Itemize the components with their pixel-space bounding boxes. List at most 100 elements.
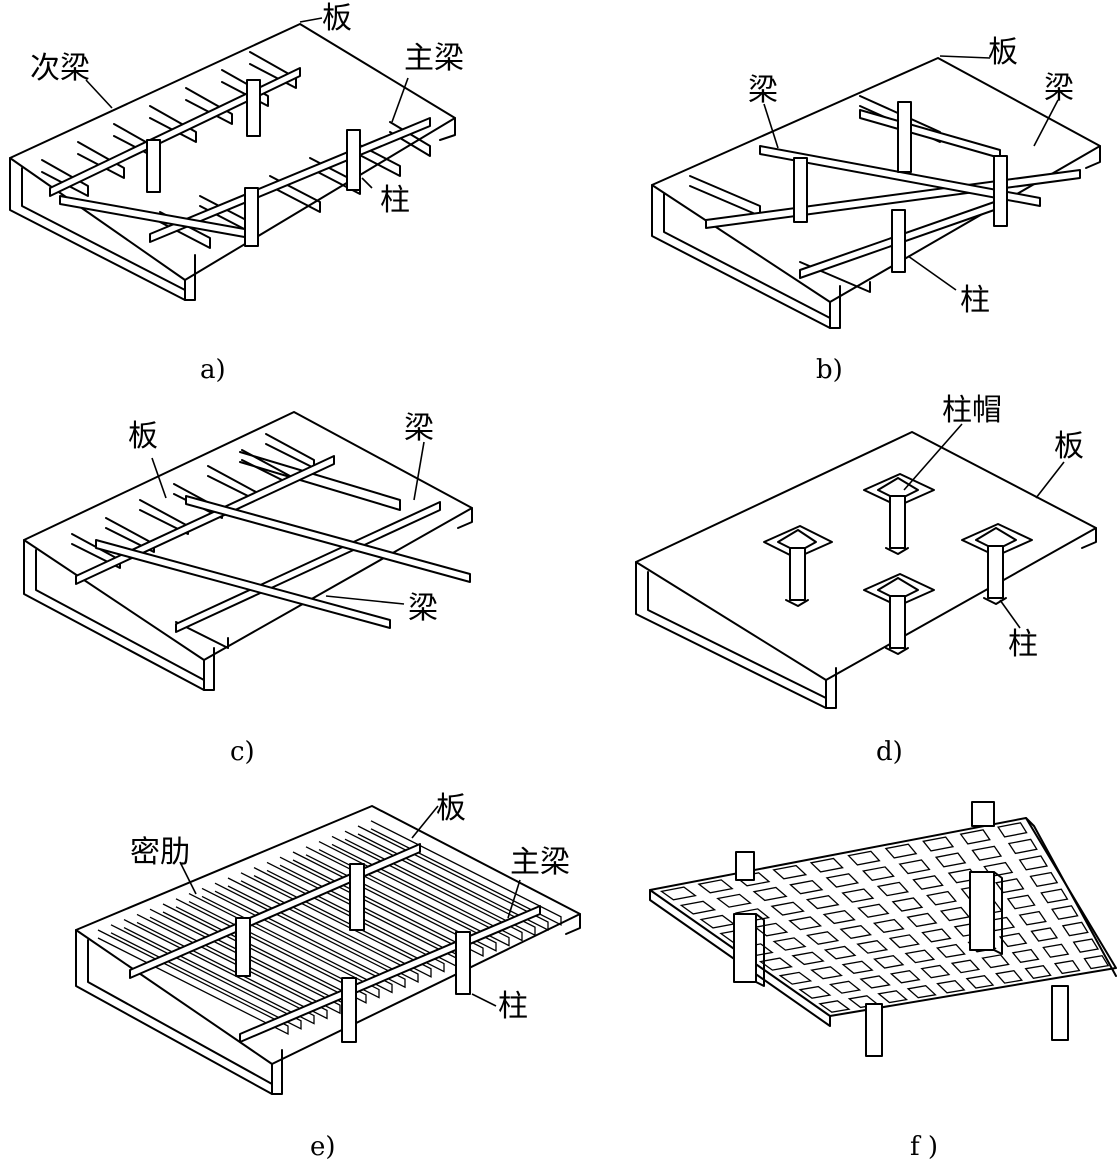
- panel-f-waffle-cell: [841, 960, 874, 974]
- panel-f-waffle-cell: [1030, 927, 1059, 942]
- panel-f-waffle-cell: [805, 895, 840, 910]
- panel-c-slab: [23, 411, 473, 691]
- panel-a-caption: a): [200, 355, 226, 385]
- panel-d-leaders: [903, 423, 1065, 629]
- panel-e-rib: [318, 841, 510, 947]
- panel-f-waffle-cell: [981, 954, 1010, 969]
- panel-f-waffle-cell: [904, 949, 936, 964]
- panel-d-column-4: [961, 523, 1033, 605]
- panel-f-waffle-cell: [825, 873, 860, 888]
- panel-f-waffle-cell: [772, 937, 807, 951]
- panel-f-caption: f ): [910, 1132, 938, 1162]
- panel-a-label-secondary-beam: 次梁: [30, 51, 90, 86]
- panel-f-waffle-cell: [950, 959, 981, 974]
- panel-f-waffle-cell: [926, 890, 958, 906]
- panel-c-label-beam-bottom: 梁: [408, 591, 438, 626]
- panel-f-waffle-cell: [788, 916, 823, 931]
- panel-f-waffle-cell: [939, 906, 971, 922]
- panel-f-waffle-cell: [934, 852, 967, 868]
- panel-f-waffle-cell: [1018, 910, 1047, 926]
- panel-e-rib: [123, 919, 315, 1025]
- panel-f-waffle-cell: [859, 975, 891, 989]
- panel-b: 板 梁 梁 柱 b): [651, 35, 1101, 385]
- panel-d-slab: [635, 431, 1097, 709]
- panel-f-waffle-cell: [959, 829, 991, 845]
- panel-d-label-slab: 板: [1054, 429, 1084, 464]
- panel-a-label-column: 柱: [380, 183, 410, 218]
- panel-f-waffle-cell: [699, 914, 736, 929]
- panel-f-waffle-cell: [659, 886, 697, 901]
- panel-f-waffle-cell: [791, 951, 825, 966]
- panel-e-rib: [175, 898, 367, 1004]
- panel-f-waffle-cell: [809, 857, 844, 873]
- panel-e-leaders: [179, 805, 521, 1007]
- panel-b-caption: b): [816, 355, 843, 385]
- panel-f-waffle-cell: [1051, 905, 1079, 920]
- panel-f-waffle-cell: [841, 888, 875, 903]
- panel-f-waffle-cell: [1029, 871, 1059, 888]
- panel-b-label-beam-right: 梁: [1044, 71, 1074, 106]
- panel-b-slab: [651, 57, 1101, 329]
- panel-e-rib: [292, 851, 484, 958]
- panel-a-leaders: [85, 17, 409, 189]
- panel-f-waffle-cell: [888, 934, 920, 949]
- panel-f-waffle-cell: [906, 912, 938, 928]
- panel-c-caption: c): [230, 737, 255, 767]
- panel-a-slab: [9, 23, 456, 301]
- panel-f-waffle-cell: [772, 864, 808, 880]
- panel-e-rib: [305, 846, 497, 952]
- panel-c: 板 梁 梁 c): [23, 411, 473, 767]
- panel-f-waffle-cell: [679, 900, 717, 915]
- panel-e-label-column: 柱: [498, 989, 528, 1024]
- panel-f-waffle-cell: [752, 886, 788, 902]
- panel-f-waffle-cell: [862, 866, 895, 882]
- panel-c-beams: [75, 455, 471, 633]
- panel-a: 板 次梁 主梁 柱 a): [9, 1, 464, 385]
- panel-f-waffle-cell: [884, 843, 918, 859]
- panel-f-waffle-cell: [798, 985, 832, 999]
- panel-f-waffle-cell: [912, 875, 944, 890]
- panel-e-rib: [240, 872, 432, 978]
- panel-e-rib: [201, 887, 393, 994]
- panel-c-slab-panels: [71, 433, 401, 649]
- panel-a-columns: [146, 79, 361, 247]
- panel-f-waffle-cell: [872, 918, 905, 933]
- panel-f-waffle-cell: [818, 1000, 851, 1013]
- panel-e-columns: [235, 863, 471, 1043]
- panel-e-rib: [136, 913, 328, 1020]
- panel-f-waffle-cell: [922, 836, 955, 852]
- panel-f-waffle-cell: [873, 955, 905, 969]
- panel-e-rib: [227, 877, 419, 984]
- panel-d-label-column-cap: 柱帽: [942, 393, 1002, 428]
- panel-e-rib: [97, 929, 289, 1036]
- panel-f-waffle-cell: [997, 822, 1028, 838]
- panel-f-waffle-cell: [1042, 943, 1070, 958]
- panel-f-waffle-cell: [810, 966, 843, 980]
- panel-f-waffle-cell: [1083, 954, 1110, 970]
- panel-f-waffle-cell: [1011, 948, 1040, 964]
- panel-e: 板 密肋 主梁 柱 e): [75, 791, 581, 1162]
- panel-f-waffle-cell: [1024, 964, 1052, 980]
- panel-a-label-main-beam: 主梁: [404, 41, 464, 76]
- panel-e-label-slab: 板: [436, 791, 466, 826]
- panel-a-label-slab: 板: [322, 1, 352, 36]
- panel-e-rib: [331, 835, 523, 942]
- panel-f-waffle-cell: [877, 990, 909, 1004]
- panel-f-waffle-cell: [857, 903, 890, 918]
- panel-f-waffle-cell: [770, 901, 805, 916]
- panel-c-label-slab: 板: [128, 419, 158, 454]
- panel-d-column-3: [863, 573, 935, 655]
- panel-f-waffle-cell: [891, 897, 924, 912]
- panel-f-waffle-cell: [936, 980, 966, 994]
- panel-f-waffle-cell: [1018, 855, 1049, 871]
- panel-f-waffle-cell: [822, 910, 856, 925]
- panel-f-waffle-cell: [920, 964, 951, 979]
- panel-e-rib: [370, 820, 562, 926]
- panel-f-waffle-cell: [906, 985, 937, 999]
- panel-f-waffle-cell: [753, 922, 789, 937]
- panel-f-waffle-cell: [839, 925, 872, 939]
- panel-b-label-beam-left: 梁: [748, 73, 778, 108]
- panel-f-waffle-cell: [994, 878, 1025, 894]
- panel-d-column-2: [863, 473, 935, 555]
